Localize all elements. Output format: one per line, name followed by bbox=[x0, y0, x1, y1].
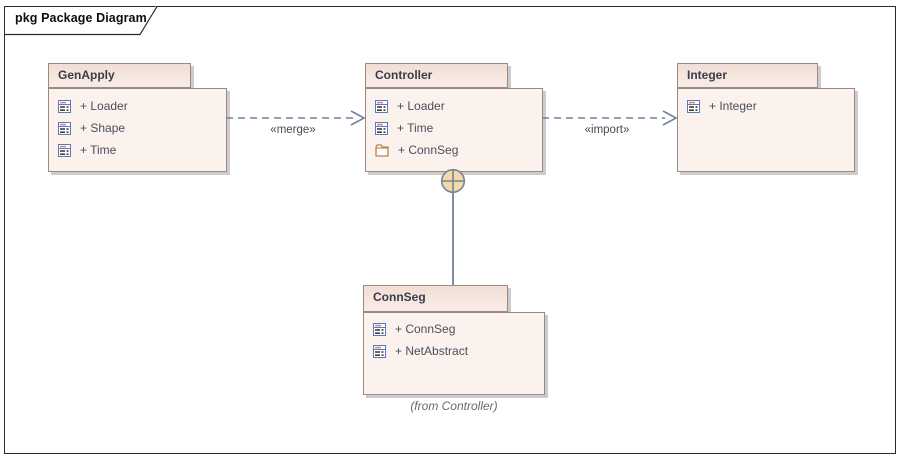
frame-title: pkg Package Diagram bbox=[15, 11, 147, 25]
class-icon bbox=[375, 99, 388, 113]
connector-import-label: «import» bbox=[584, 124, 630, 136]
class-icon bbox=[373, 344, 386, 358]
containment-circle-icon[interactable] bbox=[440, 168, 467, 195]
package-integer-header[interactable]: Integer bbox=[677, 63, 818, 88]
item-label: + NetAbstract bbox=[395, 344, 469, 358]
diagram-frame bbox=[4, 6, 896, 454]
connector-merge[interactable] bbox=[226, 108, 367, 128]
connector-merge-label: «merge» bbox=[270, 124, 316, 136]
list-item[interactable]: + Loader bbox=[366, 95, 542, 117]
class-icon bbox=[373, 322, 386, 336]
item-label: + Loader bbox=[397, 99, 445, 113]
class-icon bbox=[58, 99, 71, 113]
class-icon bbox=[375, 121, 388, 135]
package-genapply-header[interactable]: GenApply bbox=[48, 63, 191, 88]
list-item[interactable]: + Time bbox=[49, 139, 226, 161]
list-item[interactable]: + Time bbox=[366, 117, 542, 139]
frame-tab bbox=[4, 6, 158, 36]
item-label: + Loader bbox=[80, 99, 128, 113]
item-label: + Time bbox=[397, 121, 434, 135]
list-item[interactable]: + Loader bbox=[49, 95, 226, 117]
item-label: + Time bbox=[80, 143, 117, 157]
connector-containment-line[interactable] bbox=[452, 192, 454, 286]
item-label: + ConnSeg bbox=[398, 143, 459, 157]
package-connseg-header[interactable]: ConnSeg bbox=[363, 285, 508, 312]
item-label: + Shape bbox=[80, 121, 126, 135]
connector-import[interactable] bbox=[542, 108, 680, 128]
class-icon bbox=[58, 143, 71, 157]
list-item[interactable]: + ConnSeg bbox=[366, 139, 542, 161]
list-item[interactable]: + NetAbstract bbox=[364, 340, 544, 362]
list-item[interactable]: + Shape bbox=[49, 117, 226, 139]
package-controller-header[interactable]: Controller bbox=[365, 63, 508, 88]
list-item[interactable]: + ConnSeg bbox=[364, 318, 544, 340]
item-label: + Integer bbox=[709, 99, 757, 113]
package-integer-body[interactable]: + Integer bbox=[677, 88, 855, 172]
package-controller-body[interactable]: + Loader + Time + Con bbox=[365, 88, 543, 172]
package-connseg-body[interactable]: + ConnSeg + NetAbstract bbox=[363, 312, 545, 395]
package-genapply-body[interactable]: + Loader + Shape bbox=[48, 88, 227, 172]
item-label: + ConnSeg bbox=[395, 322, 456, 336]
class-icon bbox=[58, 121, 71, 135]
package-connseg-note: (from Controller) bbox=[410, 399, 498, 413]
package-icon bbox=[375, 143, 389, 157]
list-item[interactable]: + Integer bbox=[678, 95, 854, 117]
class-icon bbox=[687, 99, 700, 113]
